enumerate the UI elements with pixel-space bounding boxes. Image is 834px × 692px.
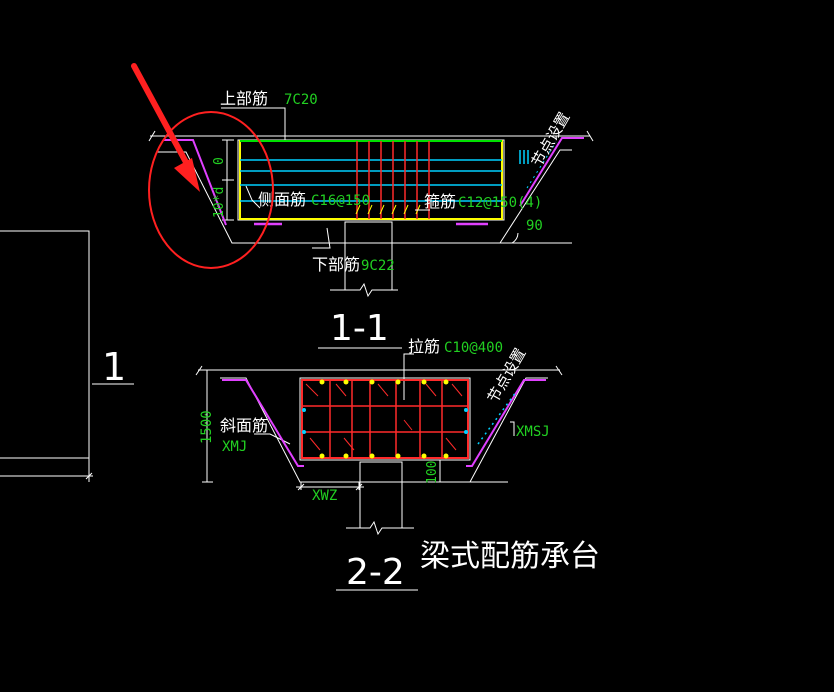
tie-label: 拉筋 [408,337,440,356]
tie-spec: C10@400 [444,340,503,356]
section-1-title: 1-1 [330,308,389,349]
top-bar-label: 上部筋 [220,89,268,108]
section-1-outline [148,130,594,349]
xwz-label: XWZ [312,488,337,504]
section-2-rebar [222,379,546,467]
node-setting-1: 节点设置 [528,109,574,170]
bottom-bar-spec: 9C22 [361,258,395,274]
slope-label: 斜面筋 [220,416,268,435]
dim-100: 100 [425,461,440,484]
dim-zero: 0 [212,157,227,165]
angle-90: 90 [526,218,543,234]
left-section-label: 1 [102,345,126,389]
xmsj-label: XMSJ [516,424,550,440]
drawing-caption: 梁式配筋承台 [420,539,600,574]
section-2-outline [195,353,563,591]
bottom-bar-label: 下部筋 [312,255,360,274]
top-bar-spec: 7C20 [284,92,318,108]
stirrup-spec: C12@150(4) [458,195,542,211]
stirrup-label: 箍筋 [424,192,456,211]
side-bar-spec: C16@150 [311,193,370,209]
side-bar-label: 侧面筋 [258,190,306,209]
slope-code: XMJ [222,439,247,455]
section-1-leaders [221,107,430,249]
annotation-arrow-icon [131,63,200,192]
dim-10d: 10*d [212,187,227,218]
section-2-title: 2-2 [346,552,405,593]
highlight-circle [148,111,274,269]
left-plan-outline [0,230,134,482]
depth-1500: 1500 [199,410,215,444]
